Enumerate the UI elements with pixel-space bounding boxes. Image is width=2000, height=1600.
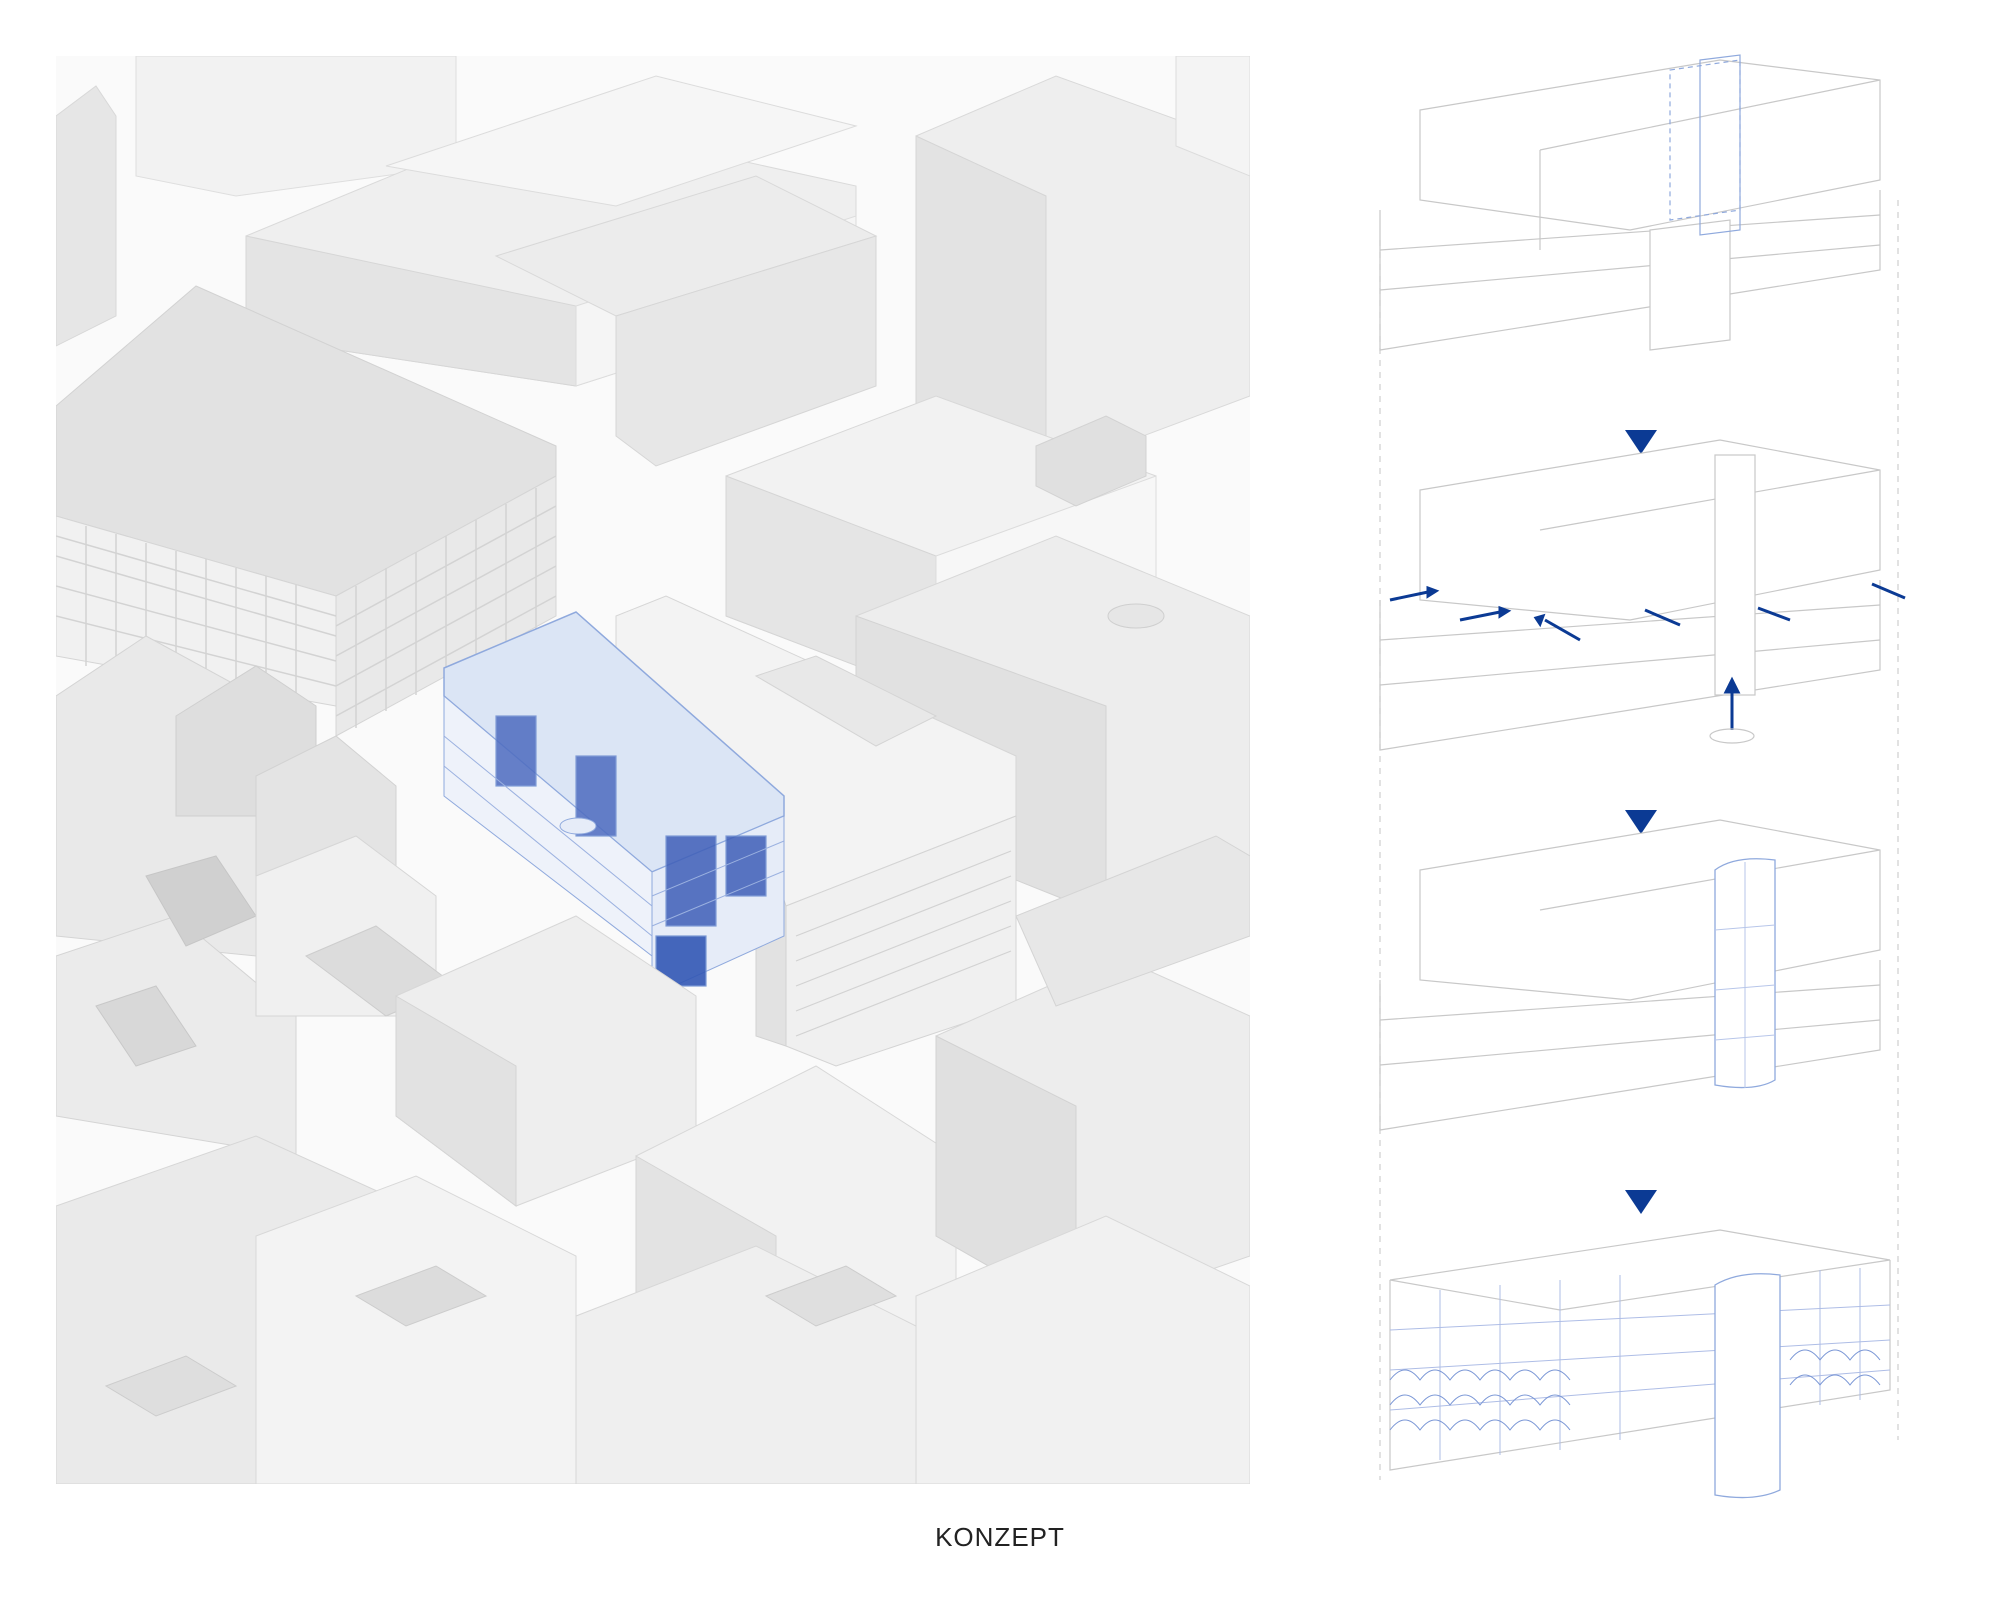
triangle-down-icon	[1625, 1190, 1657, 1214]
old-town-houses	[56, 635, 457, 1157]
concept-step-3	[1379, 819, 1881, 1131]
city-model-svg	[56, 56, 1250, 1484]
concept-step-1	[1379, 54, 1881, 351]
triangle-down-icon	[1625, 430, 1657, 454]
building-block	[56, 56, 457, 347]
diagram-caption: KONZEPT	[935, 1522, 1065, 1552]
building-block	[56, 1135, 1250, 1484]
concept-step-4	[1389, 1229, 1891, 1499]
city-context-axonometric	[56, 56, 1250, 1484]
triangle-down-icon	[1625, 810, 1657, 834]
highlighted-project-building	[443, 611, 785, 997]
concept-diagram-svg	[1379, 54, 1906, 1499]
concept-step-2	[1379, 439, 1906, 751]
vegetation-pattern	[1389, 1349, 1881, 1431]
office-block-grid-facade	[56, 285, 557, 737]
building-block	[915, 56, 1250, 477]
concept-diagram-column	[1360, 40, 1920, 1500]
